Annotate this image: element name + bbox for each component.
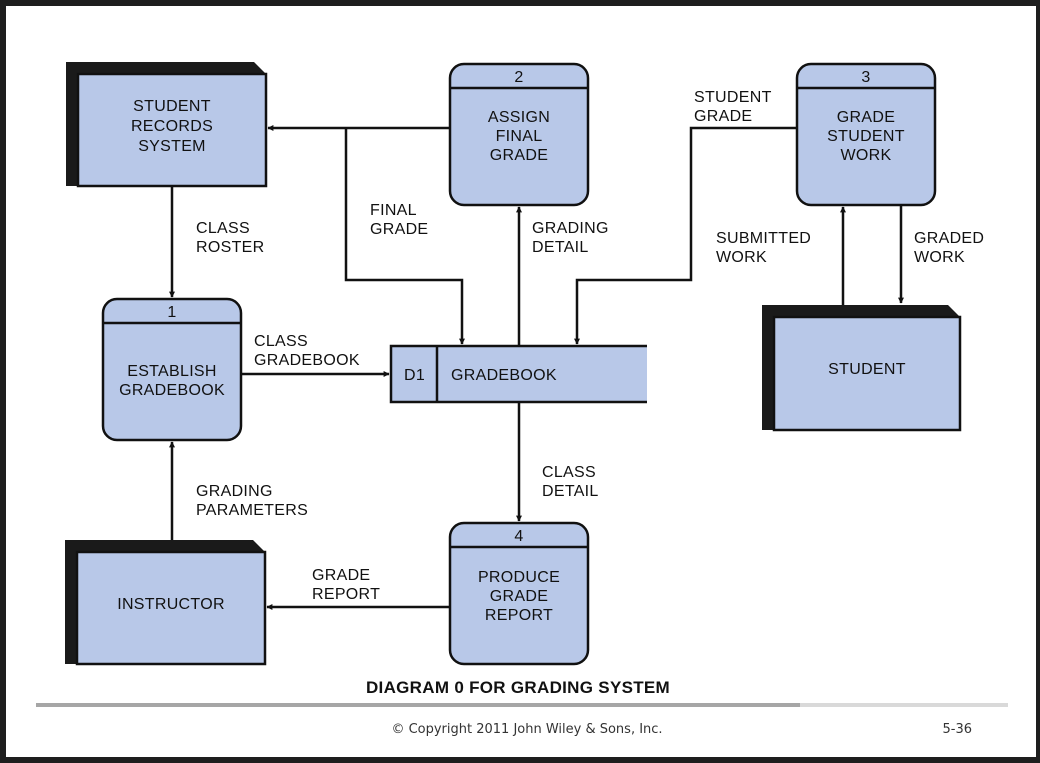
- diagram-title: DIAGRAM 0 FOR GRADING SYSTEM: [366, 678, 670, 697]
- process-label: GRADE: [490, 147, 548, 164]
- datastore-id: D1: [404, 367, 425, 384]
- flow-label: GRADED: [914, 230, 984, 247]
- process-number: 2: [514, 69, 523, 86]
- entity-instructor: INSTRUCTOR: [65, 540, 267, 666]
- flow-label: CLASS: [254, 333, 308, 350]
- flow-label: SUBMITTED: [716, 230, 811, 247]
- slide: STUDENT RECORDS SYSTEM STUDENT INSTRUCTO…: [6, 6, 1036, 757]
- flow-graded-work: GRADED WORK: [898, 205, 984, 304]
- flow-final-grade: FINAL GRADE: [344, 128, 465, 345]
- dfd-diagram: STUDENT RECORDS SYSTEM STUDENT INSTRUCTO…: [36, 62, 1008, 737]
- flow-label: PARAMETERS: [196, 502, 308, 519]
- page-number: 5-36: [942, 722, 972, 737]
- process-3: 3 GRADE STUDENT WORK: [795, 62, 937, 207]
- process-label: GRADE: [837, 109, 895, 126]
- process-number: 4: [514, 528, 523, 545]
- process-label: GRADE: [490, 588, 548, 605]
- flow-grading-parameters: GRADING PARAMETERS: [169, 441, 308, 540]
- entity-label: STUDENT: [828, 361, 906, 378]
- process-4: 4 PRODUCE GRADE REPORT: [448, 521, 590, 666]
- entity-label: INSTRUCTOR: [117, 596, 225, 613]
- flow-class-roster: CLASS ROSTER: [169, 186, 264, 298]
- flow-label: DETAIL: [542, 483, 599, 500]
- copyright-text: © Copyright 2011 John Wiley & Sons, Inc.: [391, 722, 662, 737]
- process-number: 1: [167, 304, 176, 321]
- process-2: 2 ASSIGN FINAL GRADE: [448, 62, 590, 207]
- flow-label: CLASS: [196, 220, 250, 237]
- flow-label: REPORT: [312, 586, 380, 603]
- flow-grade-report: GRADE REPORT: [266, 567, 450, 610]
- datastore-name: GRADEBOOK: [451, 367, 557, 384]
- footer-bar-light: [800, 703, 1008, 707]
- process-label: STUDENT: [827, 128, 905, 145]
- process-label: FINAL: [496, 128, 543, 145]
- process-label: ASSIGN: [488, 109, 550, 126]
- entity-label: STUDENT: [133, 98, 211, 115]
- process-label: WORK: [841, 147, 892, 164]
- flow-label: FINAL: [370, 202, 417, 219]
- flow-label: ROSTER: [196, 239, 264, 256]
- flow-submitted-work: SUBMITTED WORK: [716, 206, 846, 305]
- process-label: PRODUCE: [478, 569, 560, 586]
- entity-label: RECORDS: [131, 118, 213, 135]
- flow-label: GRADE: [694, 108, 752, 125]
- flow-class-gradebook: CLASS GRADEBOOK: [241, 333, 390, 377]
- footer-bar: [36, 703, 800, 707]
- flow-label: GRADE: [370, 221, 428, 238]
- flow-label: GRADING: [196, 483, 273, 500]
- flow-label: GRADE: [312, 567, 370, 584]
- flow-student-grade: STUDENT GRADE: [574, 89, 797, 345]
- flow-label: WORK: [914, 249, 965, 266]
- entity-student: STUDENT: [762, 305, 962, 432]
- datastore-d1-gradebook: D1 GRADEBOOK: [389, 344, 647, 404]
- entity-label: SYSTEM: [138, 138, 206, 155]
- flow-grading-detail: GRADING DETAIL: [516, 206, 609, 346]
- flow-label: WORK: [716, 249, 767, 266]
- flow-label: GRADEBOOK: [254, 352, 360, 369]
- flow-label: DETAIL: [532, 239, 589, 256]
- process-label: REPORT: [485, 607, 553, 624]
- process-number: 3: [861, 69, 870, 86]
- process-1: 1 ESTABLISH GRADEBOOK: [101, 297, 243, 442]
- flow-label: CLASS: [542, 464, 596, 481]
- entity-student-records-system: STUDENT RECORDS SYSTEM: [66, 62, 268, 188]
- process-label: ESTABLISH: [127, 363, 217, 380]
- flow-label: STUDENT: [694, 89, 772, 106]
- process-label: GRADEBOOK: [119, 382, 225, 399]
- flow-class-detail: CLASS DETAIL: [516, 402, 599, 522]
- flow-label: GRADING: [532, 220, 609, 237]
